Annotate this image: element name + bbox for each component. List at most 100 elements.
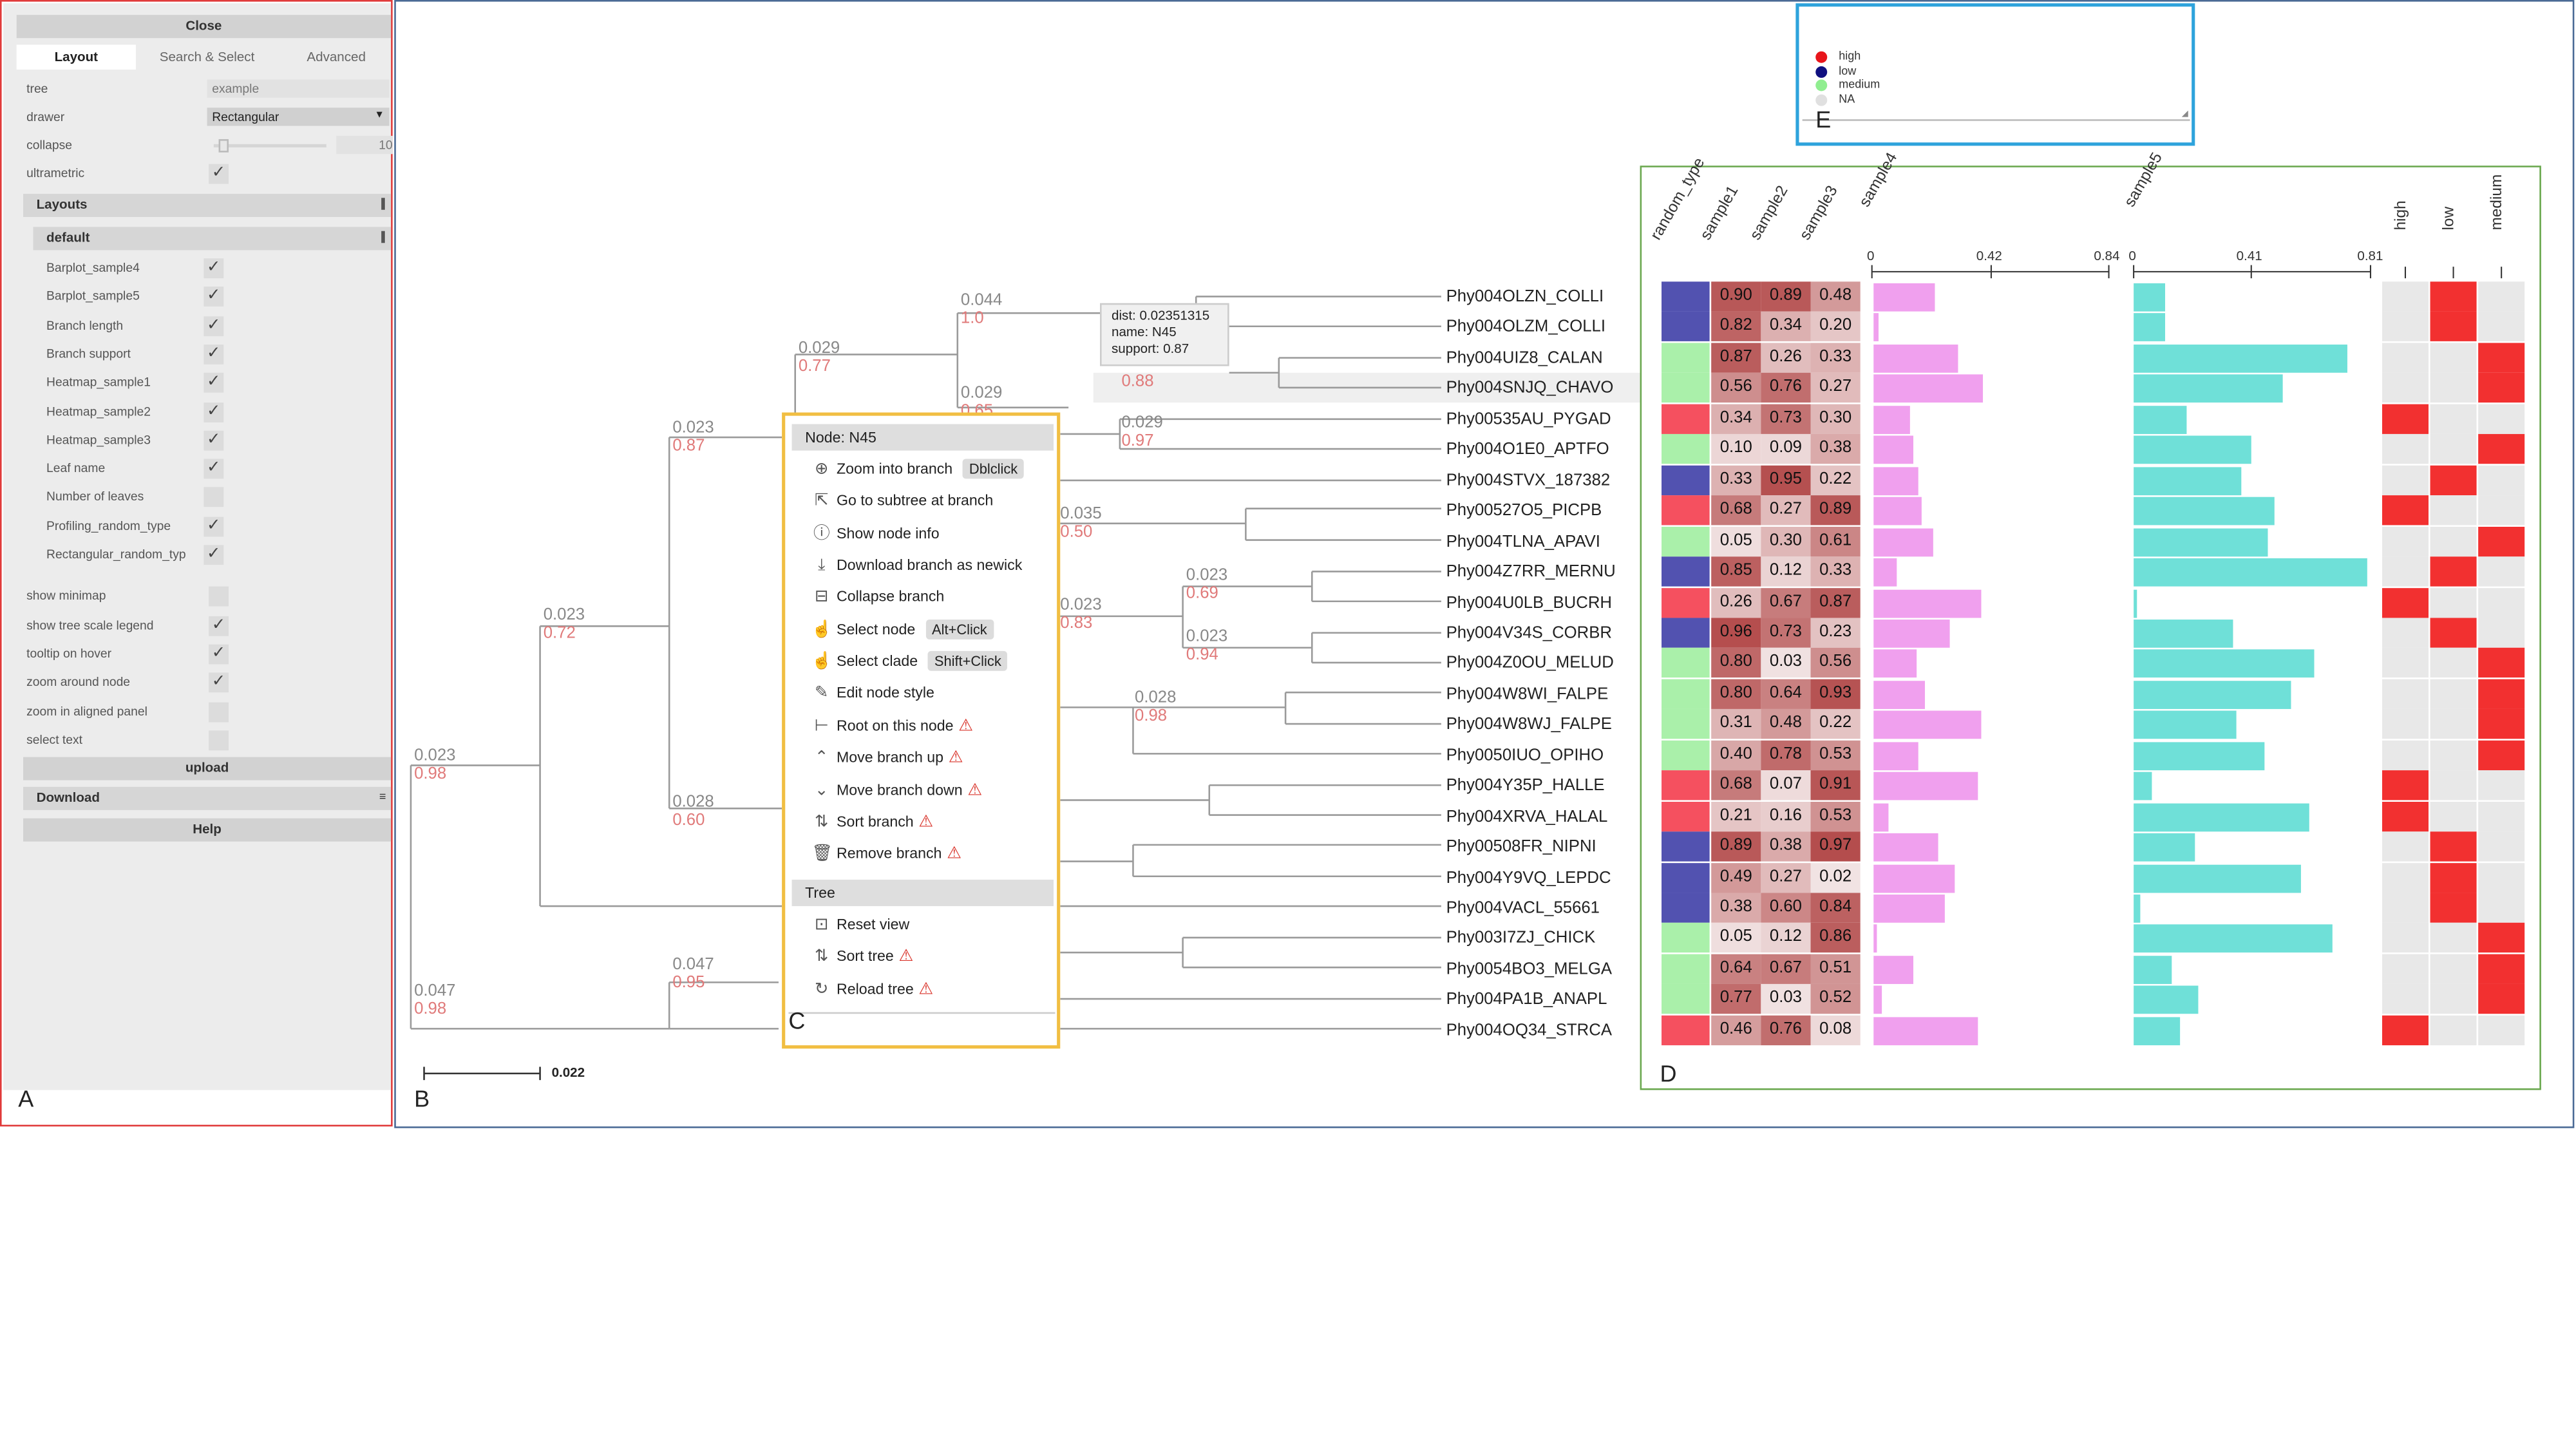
help-button[interactable]: Help bbox=[23, 818, 392, 842]
sample4-bar bbox=[1873, 833, 1938, 862]
random-type-cell bbox=[1662, 281, 1710, 312]
control-panel bbox=[3, 3, 392, 1090]
leaf-label[interactable]: Phy00527O5_PICPB bbox=[1446, 502, 1602, 521]
sample5-axis bbox=[2133, 265, 2371, 279]
menu-item-label: Download branch as newick bbox=[837, 556, 1023, 574]
option-checkbox[interactable]: ✓ bbox=[209, 644, 229, 665]
heatmap-cell: 0.46 bbox=[1711, 1015, 1761, 1045]
context-menu-item[interactable]: ⊢Root on this node⚠ bbox=[811, 714, 974, 737]
layout-item-checkbox[interactable]: ✓ bbox=[204, 373, 224, 393]
heatmap-cell: 0.27 bbox=[1761, 495, 1811, 526]
branch-hal bbox=[1060, 784, 1441, 816]
layout-item-checkbox[interactable]: ✓ bbox=[204, 545, 224, 565]
panel-label-d: D bbox=[1660, 1060, 1677, 1087]
collapse-handle-icon: ∥ bbox=[380, 232, 386, 244]
ultrametric-checkbox[interactable]: ✓ bbox=[209, 164, 229, 184]
sample5-bar bbox=[2134, 1016, 2181, 1045]
context-menu-item[interactable]: ⇱Go to subtree at branch bbox=[811, 489, 993, 513]
binary-cell-high bbox=[2382, 618, 2429, 648]
binary-cell-medium bbox=[2478, 281, 2525, 312]
upload-button[interactable]: upload bbox=[23, 757, 392, 781]
leaf-label[interactable]: Phy0054BO3_MELGA bbox=[1446, 960, 1613, 979]
option-checkbox[interactable] bbox=[209, 730, 229, 751]
menu-item-label: Move branch up bbox=[837, 749, 944, 766]
context-menu-item[interactable]: ⇅Sort tree⚠ bbox=[811, 945, 914, 968]
branch-root bbox=[410, 764, 670, 1030]
binary-cell-low bbox=[2430, 862, 2477, 893]
leaf-label[interactable]: Phy004OLZM_COLLI bbox=[1446, 319, 1606, 337]
leaf-label[interactable]: Phy004TLNA_APAVI bbox=[1446, 533, 1600, 551]
option-checkbox[interactable]: ✓ bbox=[209, 672, 229, 693]
option-checkbox[interactable] bbox=[209, 702, 229, 723]
leaf-label[interactable]: Phy00535AU_PYGAD bbox=[1446, 410, 1611, 429]
leaf-label[interactable]: Phy004STVX_187382 bbox=[1446, 471, 1611, 490]
leaf-label[interactable]: Phy004O1E0_APTFO bbox=[1446, 440, 1609, 460]
leaf-label[interactable]: Phy004SNJQ_CHAVO bbox=[1446, 379, 1614, 399]
layout-item-checkbox[interactable]: ✓ bbox=[204, 516, 224, 536]
binary-cell-low bbox=[2430, 648, 2477, 679]
leaf-label[interactable]: Phy004Y9VQ_LEPDC bbox=[1446, 869, 1611, 887]
layout-item-checkbox[interactable]: ✓ bbox=[204, 316, 224, 336]
collapse-slider[interactable] bbox=[213, 144, 327, 147]
heatmap-cell: 0.26 bbox=[1711, 587, 1761, 618]
sample4-bar bbox=[1873, 436, 1913, 464]
leaf-label[interactable]: Phy004W8WI_FALPE bbox=[1446, 685, 1609, 704]
drawer-select[interactable]: Rectangular ▼ bbox=[207, 108, 390, 126]
context-menu-item[interactable]: ⌄Move branch down⚠ bbox=[811, 778, 982, 801]
tree-input[interactable]: example bbox=[207, 79, 390, 98]
layout-item-checkbox[interactable]: ✓ bbox=[204, 287, 224, 307]
leaf-label[interactable]: Phy004UIZ8_CALAN bbox=[1446, 349, 1603, 368]
option-checkbox[interactable]: ✓ bbox=[209, 616, 229, 636]
leaf-label[interactable]: Phy004OQ34_STRCA bbox=[1446, 1021, 1613, 1040]
option-label: zoom around node bbox=[26, 674, 131, 690]
branch-length-label: 0.023 bbox=[1186, 627, 1228, 647]
context-menu-item[interactable]: ✎Edit node style bbox=[811, 681, 934, 705]
leaf-label[interactable]: Phy004U0LB_BUCRH bbox=[1446, 594, 1613, 612]
option-checkbox[interactable] bbox=[209, 586, 229, 607]
trash-icon: 🗑 bbox=[811, 845, 833, 864]
leaf-label[interactable]: Phy004V34S_CORBR bbox=[1446, 624, 1613, 643]
layout-item-checkbox[interactable]: ✓ bbox=[204, 401, 224, 422]
leaf-label[interactable]: Phy004OLZN_COLLI bbox=[1446, 288, 1604, 307]
leaf-label[interactable]: Phy0050IUO_OPIHO bbox=[1446, 746, 1604, 765]
context-menu-item[interactable]: ⊡Reset view bbox=[811, 913, 909, 936]
layouts-section-header[interactable]: Layouts ∥ bbox=[23, 193, 392, 217]
leaf-label[interactable]: Phy004PA1B_ANAPL bbox=[1446, 991, 1607, 1010]
collapse-input[interactable]: 10 bbox=[336, 135, 393, 155]
legend-label: high bbox=[1839, 51, 1861, 63]
layout-item-checkbox[interactable]: ✓ bbox=[204, 344, 224, 365]
leaf-label[interactable]: Phy004Z7RR_MERNU bbox=[1446, 563, 1616, 582]
tab-search-select[interactable]: Search & Select bbox=[159, 50, 255, 65]
context-menu-item[interactable]: 🗑Remove branch⚠ bbox=[811, 842, 961, 865]
resize-handle-icon[interactable]: ◢ bbox=[2181, 109, 2188, 120]
leaf-label[interactable]: Phy004Z0OU_MELUD bbox=[1446, 655, 1614, 674]
sample4-bar bbox=[1873, 895, 1944, 923]
tab-layout[interactable]: Layout bbox=[16, 44, 136, 70]
download-section-header[interactable]: Download ≡ bbox=[23, 786, 392, 810]
layout-item-checkbox[interactable]: ✓ bbox=[204, 459, 224, 479]
context-menu-item[interactable]: ⇅Sort branch⚠ bbox=[811, 810, 933, 833]
leaf-label[interactable]: Phy00508FR_NIPNI bbox=[1446, 838, 1596, 857]
layout-item-checkbox[interactable]: ✓ bbox=[204, 430, 224, 451]
collapse-slider-handle[interactable] bbox=[218, 139, 229, 153]
layout-item-checkbox[interactable] bbox=[204, 488, 224, 508]
context-menu-item[interactable]: ↻Reload tree⚠ bbox=[811, 977, 933, 1000]
close-button[interactable]: Close bbox=[16, 15, 392, 39]
menu-item-label: Root on this node bbox=[837, 717, 954, 734]
leaf-label[interactable]: Phy004VACL_55661 bbox=[1446, 899, 1600, 918]
layout-item-checkbox[interactable]: ✓ bbox=[204, 258, 224, 279]
leaf-label[interactable]: Phy004Y35P_HALLE bbox=[1446, 777, 1605, 796]
lock-icon: ⊟ bbox=[815, 589, 829, 607]
context-menu-item[interactable]: ⌃Move branch up⚠ bbox=[811, 746, 963, 769]
leaf-label[interactable]: Phy004XRVA_HALAL bbox=[1446, 808, 1608, 826]
context-menu-item[interactable]: ⤓Download branch as newick bbox=[811, 553, 1022, 576]
context-menu-item[interactable]: ⊟Collapse branch bbox=[811, 585, 944, 609]
leaf-label[interactable]: Phy004W8WJ_FALPE bbox=[1446, 715, 1612, 735]
tab-advanced[interactable]: Advanced bbox=[307, 50, 366, 65]
default-section-header[interactable]: default ∥ bbox=[33, 227, 392, 251]
leaf-label[interactable]: Phy003I7ZJ_CHICK bbox=[1446, 930, 1596, 949]
